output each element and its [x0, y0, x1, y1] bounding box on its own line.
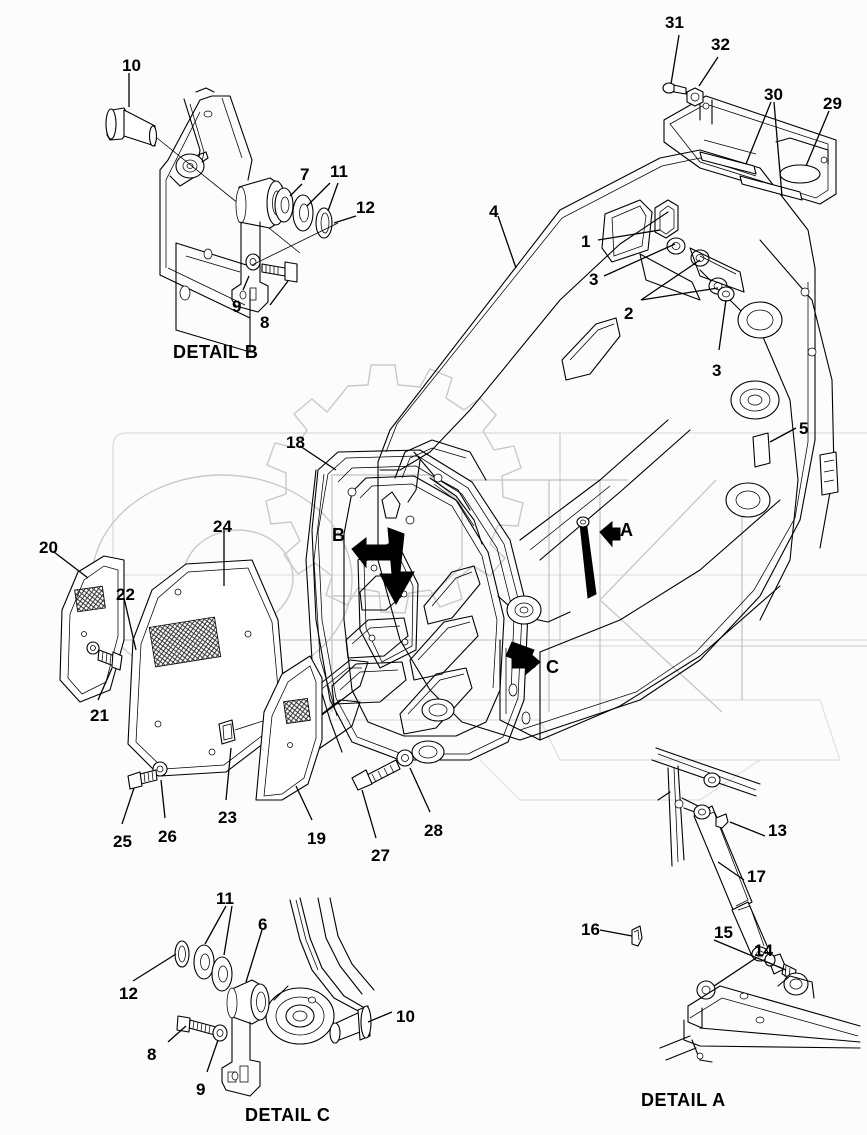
- callout-25: 25: [113, 832, 132, 851]
- part-5-tab: [752, 432, 771, 468]
- detail-a-assembly: [599, 747, 861, 1063]
- callout-14: 14: [754, 941, 773, 960]
- callout-10-c: 10: [396, 1007, 415, 1026]
- part-22-washer: [86, 641, 100, 655]
- callout-9-c: 9: [196, 1080, 206, 1099]
- view-label-c: C: [546, 657, 559, 677]
- detail-b-assembly: [105, 73, 357, 353]
- detail-c-assembly: [132, 897, 393, 1097]
- callout-19: 19: [307, 829, 326, 848]
- callout-28: 28: [424, 821, 443, 840]
- part-32-nut: [686, 87, 704, 107]
- part-6-bushing: [226, 979, 270, 1025]
- callout-1: 1: [581, 232, 591, 251]
- part-17-gas-strut: [693, 804, 769, 962]
- callout-4: 4: [489, 202, 499, 221]
- callout-10-b: 10: [122, 56, 141, 75]
- view-label-b: B: [332, 525, 345, 545]
- part-12-ring-c: [174, 940, 190, 968]
- part-23-clip: [218, 719, 236, 745]
- part-11-washers: [274, 187, 314, 232]
- callout-8-c: 8: [147, 1045, 157, 1064]
- part-8-bolt: [261, 261, 298, 283]
- callout-24: 24: [213, 517, 232, 536]
- callout-13: 13: [768, 821, 787, 840]
- callout-3-upper: 3: [589, 270, 599, 289]
- callout-9-b: 9: [232, 297, 242, 316]
- part-10-pin-c: [329, 1005, 372, 1044]
- detail-label-a: DETAIL A: [641, 1090, 726, 1110]
- parts-1-2-3-hinges: [601, 199, 745, 302]
- callout-12-b: 12: [356, 198, 375, 217]
- part-16-clip: [631, 925, 643, 947]
- part-28-washer: [396, 749, 414, 767]
- part-15-ball-stud: [764, 953, 797, 981]
- part-25-bolt: [127, 769, 158, 790]
- callout-12-c: 12: [119, 984, 138, 1003]
- callout-11-b: 11: [330, 162, 348, 181]
- callout-6: 6: [258, 915, 268, 934]
- callout-21: 21: [90, 706, 109, 725]
- callout-23: 23: [218, 808, 237, 827]
- callout-15: 15: [714, 923, 733, 942]
- part-30-slots: [699, 139, 803, 201]
- callout-17: 17: [747, 867, 766, 886]
- part-12-ring: [315, 207, 333, 239]
- callout-22: 22: [116, 585, 135, 604]
- callout-2: 2: [624, 304, 634, 323]
- callout-26: 26: [158, 827, 177, 846]
- side-panels: [59, 555, 414, 801]
- callout-7: 7: [300, 165, 310, 184]
- main-leaders: [53, 34, 830, 839]
- detail-label-c: DETAIL C: [245, 1105, 331, 1125]
- callout-16: 16: [581, 920, 600, 939]
- callout-27: 27: [371, 846, 390, 865]
- callout-8-b: 8: [260, 313, 270, 332]
- part-8-bolt-c: [176, 1015, 217, 1036]
- part-13-clip: [715, 813, 729, 829]
- callout-3-lower: 3: [712, 361, 722, 380]
- callout-20: 20: [39, 538, 58, 557]
- part-29-cover: [663, 95, 837, 205]
- part-9-washer: [245, 253, 261, 271]
- callout-5: 5: [799, 419, 809, 438]
- callout-11-c: 11: [216, 889, 234, 908]
- part-11-washers-c: [193, 944, 233, 992]
- part-31-screw: [662, 82, 687, 95]
- callout-29: 29: [823, 94, 842, 113]
- main-assembly: [287, 82, 839, 764]
- part-27-bolt: [351, 759, 401, 791]
- callout-31: 31: [665, 13, 684, 32]
- part-9-washer-c: [212, 1024, 228, 1042]
- callout-32: 32: [711, 35, 730, 54]
- detail-label-b: DETAIL B: [173, 342, 259, 362]
- callout-30: 30: [764, 85, 783, 104]
- part-14-washer: [696, 980, 716, 1000]
- callout-18: 18: [286, 433, 305, 452]
- view-arrows: [351, 520, 621, 676]
- part-21-bolt: [97, 649, 123, 671]
- watermark-gear-icon: [265, 364, 524, 614]
- part-10-pin: [105, 107, 158, 147]
- view-label-a: A: [620, 520, 633, 540]
